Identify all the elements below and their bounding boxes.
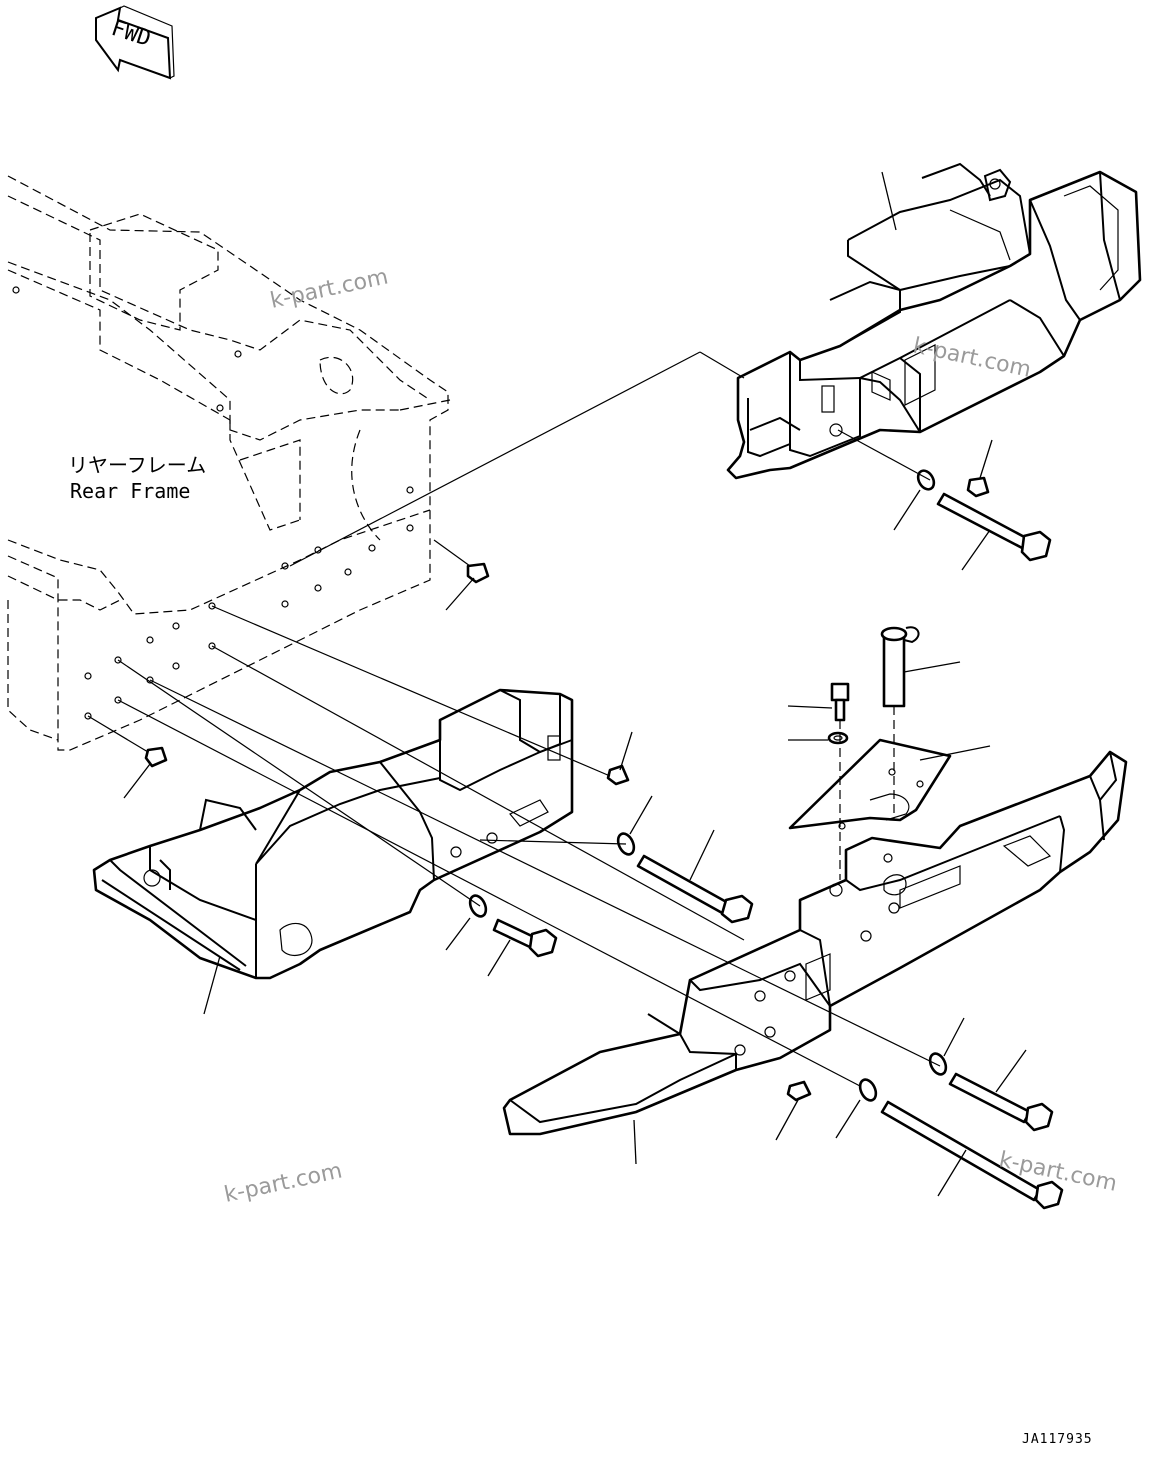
lower-left-bracket-part — [92, 688, 574, 980]
rear-frame-label-en: Rear Frame — [70, 479, 190, 503]
lower-right-bracket-part — [502, 750, 1128, 1136]
rear-frame-label-jp: リヤーフレーム — [68, 453, 206, 477]
watermark-1: k-part.com — [268, 265, 390, 314]
alignment-lines — [87, 351, 941, 1087]
washers — [468, 469, 948, 1102]
pin-part — [880, 626, 920, 820]
bolts — [492, 492, 1064, 1210]
watermark-3: k-part.com — [222, 1159, 344, 1208]
drawing-code: JA117935 — [1022, 1432, 1093, 1447]
cover-plate-part — [788, 738, 952, 830]
cap-plugs — [144, 476, 990, 1102]
fwd-label: FWD — [108, 16, 154, 52]
leader-lines — [123, 171, 1027, 1197]
fwd-arrow-icon: FWD — [95, 5, 175, 80]
rear-frame-outline — [7, 175, 451, 751]
small-bolt-part — [827, 682, 850, 880]
upper-bracket-part — [726, 162, 1142, 480]
